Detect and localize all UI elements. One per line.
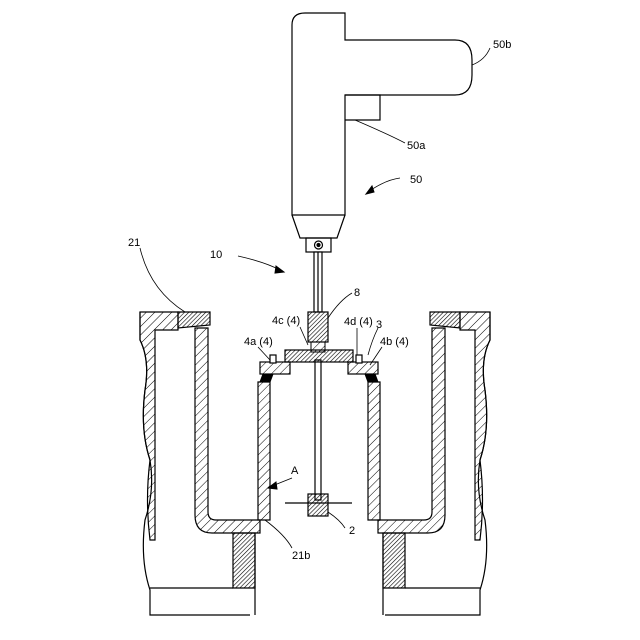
label-4a: 4a (4): [244, 336, 273, 348]
label-10: 10: [210, 249, 222, 261]
tool-body: [292, 13, 472, 252]
leader-50b: [472, 48, 490, 65]
arrow-10: [275, 266, 284, 273]
leader-50a: [355, 120, 405, 143]
label-8: 8: [354, 287, 360, 299]
leader-21: [140, 248, 185, 312]
leader-10: [238, 256, 280, 270]
inner-tube-left: [258, 382, 270, 520]
blade-2: [285, 494, 352, 516]
arrow-50: [366, 186, 374, 194]
label-3: 3: [376, 319, 382, 331]
label-50b: 50b: [493, 39, 511, 51]
label-21: 21: [128, 237, 140, 249]
leader-2: [328, 512, 345, 528]
label-4c: 4c (4): [272, 315, 300, 327]
label-4b: 4b (4): [380, 336, 409, 348]
cutter-8: [308, 312, 328, 352]
shaft: [314, 252, 322, 500]
inner-tube-right: [368, 382, 380, 520]
leader-8: [328, 293, 352, 318]
label-2: 2: [349, 525, 355, 537]
housing-left: [140, 312, 260, 615]
label-a: A: [291, 465, 299, 477]
leader-4c: [300, 327, 308, 345]
label-4d: 4d (4): [344, 316, 373, 328]
leader-4a: [258, 347, 270, 360]
leader-3: [368, 328, 378, 355]
housing-right: [378, 312, 490, 615]
label-50a: 50a: [407, 140, 426, 152]
label-21b: 21b: [292, 550, 310, 562]
leader-21b: [265, 520, 292, 548]
label-50: 50: [410, 174, 422, 186]
